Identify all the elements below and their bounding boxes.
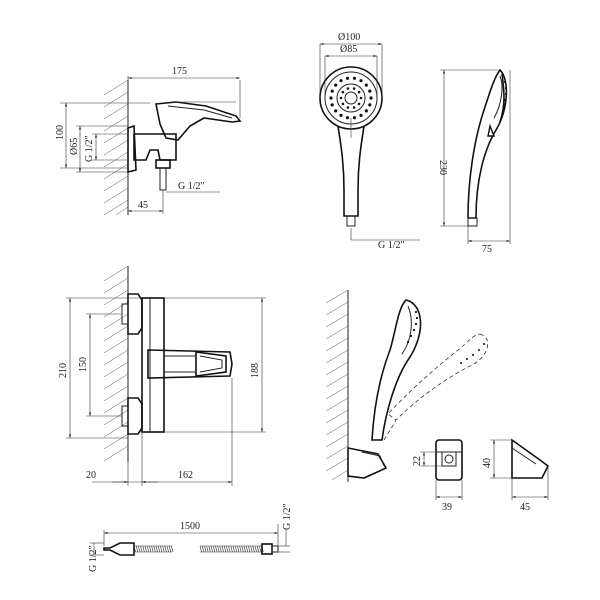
dim-label: 230 bbox=[437, 160, 448, 175]
dim-diameter-85: Ø85 bbox=[324, 44, 378, 98]
dim-height-210: 210 bbox=[58, 297, 142, 439]
dim-label: 188 bbox=[250, 363, 261, 378]
dim-width-39: 39 bbox=[435, 480, 463, 513]
dim-label: 150 bbox=[78, 357, 89, 372]
dim-label: 20 bbox=[86, 470, 96, 481]
dim-label: 22 bbox=[412, 456, 423, 466]
nozzle-edge bbox=[406, 310, 419, 344]
mixer-side-view: 175 100 Ø65 G 1/2" G 1/2" 45 bbox=[55, 66, 242, 216]
dim-length-1500: 1500 bbox=[103, 521, 279, 546]
dim-height-188: 188 bbox=[164, 297, 266, 433]
dim-height-22: 22 bbox=[412, 451, 442, 467]
dim-height-40: 40 bbox=[482, 439, 512, 479]
dim-label: 75 bbox=[482, 244, 492, 255]
dim-label: Ø100 bbox=[338, 32, 360, 43]
dim-depth-45: 45 bbox=[128, 190, 164, 214]
dim-depth-45-holder: 45 bbox=[511, 466, 549, 513]
nozzle-edge bbox=[502, 80, 508, 108]
dim-label: G 1/2" bbox=[84, 135, 95, 162]
dim-centers-150: 150 bbox=[78, 313, 122, 417]
shower-head-front-view: Ø100 Ø85 G 1/2" bbox=[319, 32, 420, 251]
dim-label: G 1/2" bbox=[178, 181, 205, 192]
dim-label: 45 bbox=[520, 502, 530, 513]
dim-label: 1500 bbox=[180, 521, 200, 532]
dim-length-230: 230 bbox=[437, 69, 500, 227]
dim-thread-outlet: G 1/2" bbox=[166, 181, 220, 193]
dim-label: 45 bbox=[138, 200, 148, 211]
dim-label: Ø85 bbox=[340, 44, 357, 55]
dim-label: 100 bbox=[55, 125, 66, 140]
wall-hatch bbox=[103, 79, 129, 216]
dim-label: G 1/2" bbox=[378, 240, 405, 251]
dim-thread-left: G 1/2" bbox=[88, 542, 104, 572]
dim-thread: G 1/2" bbox=[350, 228, 420, 251]
dim-label: G 1/2" bbox=[88, 545, 99, 572]
dim-label: Ø65 bbox=[69, 138, 80, 155]
dim-diameter-100: Ø100 bbox=[319, 32, 383, 98]
dim-length-175: 175 bbox=[127, 66, 241, 118]
dim-thread-right: G 1/2" bbox=[278, 503, 293, 553]
dim-height-100: 100 bbox=[55, 102, 150, 169]
nozzle-pattern bbox=[329, 76, 373, 120]
installed-shower-view bbox=[325, 289, 489, 482]
dim-diameter-65: Ø65 bbox=[69, 125, 128, 173]
dim-thread-wall: G 1/2" bbox=[84, 133, 128, 162]
dim-label: 39 bbox=[442, 502, 452, 513]
wall-hatch bbox=[103, 265, 129, 462]
dim-label: 40 bbox=[482, 458, 493, 468]
dim-width-162: 162 bbox=[142, 378, 233, 486]
dim-label: G 1/2" bbox=[282, 503, 293, 530]
mixer-front-view: 210 150 188 20 162 bbox=[58, 265, 266, 486]
shower-head-side-view: 230 75 bbox=[437, 68, 511, 255]
wall-hatch bbox=[325, 289, 349, 482]
nozzle-edge-dashed bbox=[460, 343, 485, 364]
hose-view: 1500 G 1/2" G 1/2" bbox=[88, 503, 293, 572]
hose-coil-left bbox=[133, 545, 174, 553]
dim-width-75: 75 bbox=[467, 70, 511, 255]
dim-label: 210 bbox=[58, 363, 69, 378]
dim-offset-20: 20 bbox=[86, 432, 158, 486]
holder-front-view: 22 39 bbox=[412, 439, 463, 513]
dim-label: 175 bbox=[172, 66, 187, 77]
holder-side-view: 40 45 bbox=[482, 438, 550, 513]
hose-coil-right bbox=[199, 545, 264, 553]
dim-label: 162 bbox=[178, 470, 193, 481]
